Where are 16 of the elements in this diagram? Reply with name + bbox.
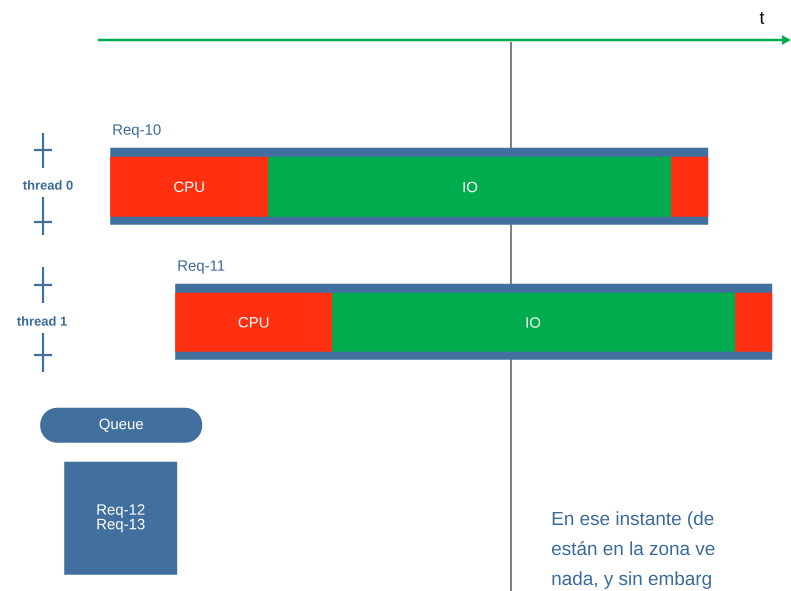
thread-label: thread 0 [22,180,73,190]
segment-label: IO [464,182,478,192]
cpu-segment [735,292,772,352]
thread-label: thread 1 [16,316,67,326]
cpu-segment: CPU [110,156,268,217]
note-text: nada, y sin embarg [552,571,711,589]
note-text: En ese instante (de [552,511,714,529]
cpu-segment: CPU [175,292,332,352]
note-text: están en la zona ve [552,541,714,556]
bar-heading: Req-10 [113,124,161,138]
cpu-segment [671,156,708,217]
queue-label: Queue [40,408,202,443]
queue-box: Req-12 Req-13 [64,462,178,575]
bar-heading: Req-11 [178,260,224,274]
time-label: t [760,12,764,24]
segment-label: IO [526,317,540,328]
